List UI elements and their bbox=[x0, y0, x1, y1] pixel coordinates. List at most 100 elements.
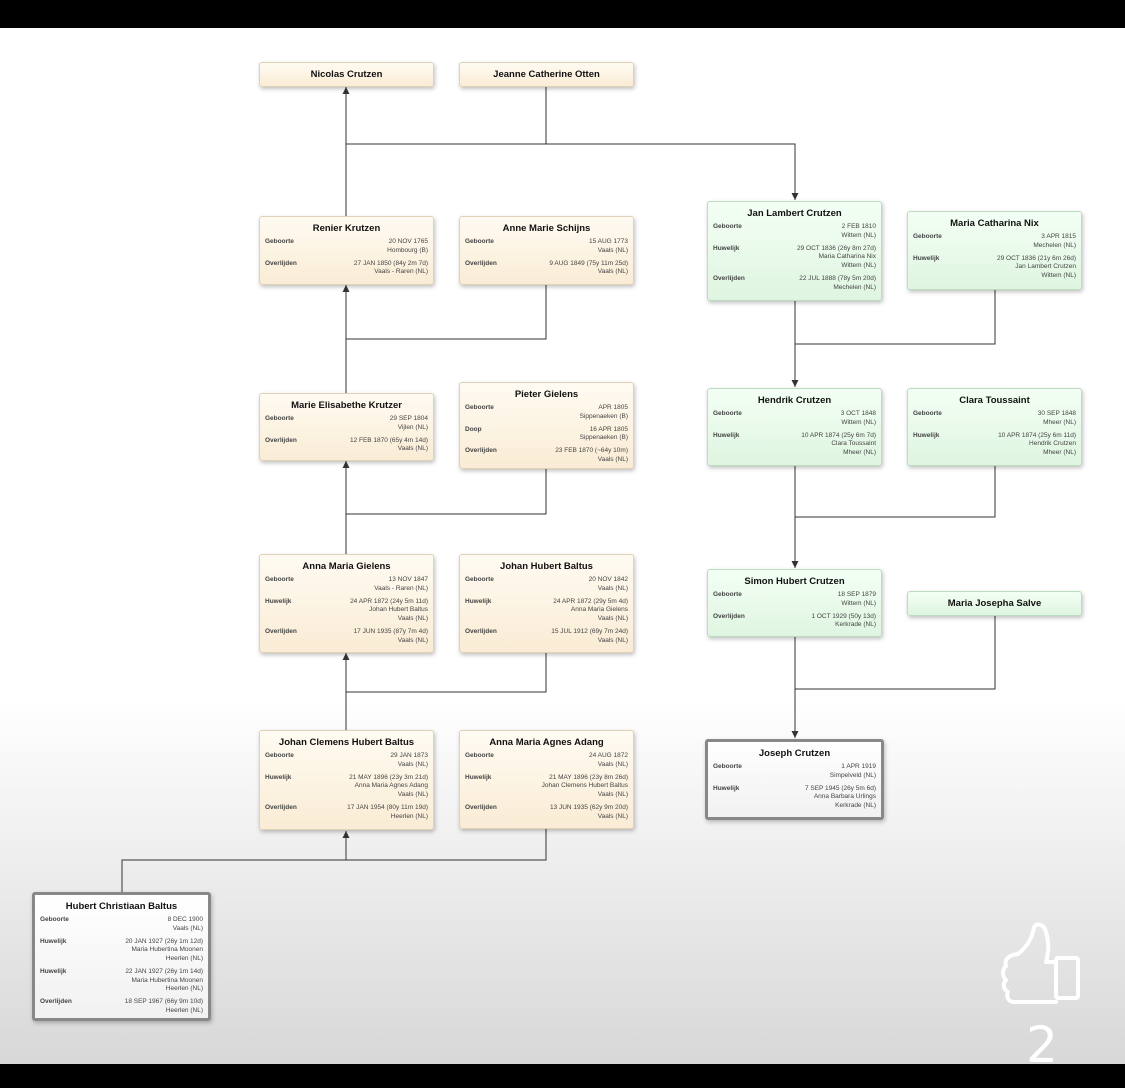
event-label: Geboorte bbox=[465, 404, 494, 411]
event-value: 24 APR 1872 (24y 5m 11d)Johan Hubert Bal… bbox=[350, 598, 428, 624]
event-line: Wittem (NL) bbox=[841, 418, 876, 426]
event-line: Maria Catharina Nix bbox=[818, 253, 876, 261]
event-value: 1 OCT 1929 (50y 13d)Kerkrade (NL) bbox=[811, 613, 876, 631]
person-name: Anna Maria Agnes Adang bbox=[489, 737, 604, 748]
event-line: 29 SEP 1804 bbox=[389, 415, 428, 422]
event-line: 24 AUG 1872 bbox=[588, 752, 628, 759]
event-value: 22 JUL 1888 (78y 5m 20d)Mechelen (NL) bbox=[799, 275, 876, 293]
event-label: Huwelijk bbox=[913, 431, 940, 439]
connector-johan-clemens-hubert bbox=[121, 831, 350, 892]
event-line: Vaals (NL) bbox=[597, 268, 628, 276]
event-line: Wittem (NL) bbox=[1041, 272, 1076, 280]
event-line: Heerlen (NL) bbox=[390, 812, 428, 820]
event-line: 22 JUL 1888 (78y 5m 20d) bbox=[799, 274, 876, 282]
event-line: Wittem (NL) bbox=[841, 599, 876, 607]
event-line: 24 APR 1872 (24y 5m 11d) bbox=[350, 597, 428, 605]
person-name: Anne Marie Schijns bbox=[502, 223, 591, 234]
event-value: 29 OCT 1836 (26y 8m 27d)Maria Catharina … bbox=[797, 245, 876, 271]
event-label: Overlijden bbox=[465, 627, 497, 635]
event-label: Geboorte bbox=[713, 410, 742, 417]
event-label: Huwelijk bbox=[265, 597, 292, 605]
event-label: Geboorte bbox=[265, 415, 294, 422]
event-line: Vaals (NL) bbox=[597, 812, 628, 820]
event-line: Vaals (NL) bbox=[597, 455, 628, 463]
event-line: 7 SEP 1945 (26y 5m 6d) bbox=[804, 784, 876, 792]
person-name: Nicolas Crutzen bbox=[310, 69, 383, 80]
person-card[interactable]: Jeanne Catherine Otten bbox=[459, 62, 634, 87]
event-line: 29 OCT 1836 (21y 6m 26d) bbox=[996, 254, 1076, 262]
event-row: Huwelijk 29 OCT 1836 (21y 6m 26d)Jan Lamb… bbox=[913, 255, 1076, 281]
event-line: 13 NOV 1847 bbox=[388, 576, 428, 583]
event-label: Geboorte bbox=[913, 233, 942, 240]
event-line: Vaals (NL) bbox=[597, 791, 628, 799]
event-line: Johan Hubert Baltus bbox=[369, 606, 428, 614]
event-line: Vaals - Raren (NL) bbox=[374, 584, 428, 592]
event-label: Geboorte bbox=[913, 410, 942, 417]
person-name: Marie Elisabethe Krutzer bbox=[291, 400, 402, 411]
event-line: 17 JUN 1935 (87y 7m 4d) bbox=[353, 627, 428, 635]
event-line: Jan Lambert Crutzen bbox=[1015, 263, 1076, 271]
event-line: 12 FEB 1870 (65y 4m 14d) bbox=[349, 436, 428, 444]
event-value: 27 JAN 1850 (84y 2m 7d)Vaals - Raren (NL… bbox=[354, 260, 428, 278]
event-label: Geboorte bbox=[265, 238, 294, 245]
event-line: 2 FEB 1810 bbox=[841, 223, 876, 230]
event-line: Hombourg (B) bbox=[387, 246, 428, 254]
connector-agnes-join bbox=[346, 829, 547, 861]
event-value: 9 AUG 1849 (75y 11m 25d)Vaals (NL) bbox=[549, 260, 628, 278]
event-line: 22 JAN 1927 (26y 1m 14d) bbox=[125, 967, 203, 975]
event-label: Overlijden bbox=[465, 803, 497, 811]
connector-to-jan-lambert bbox=[346, 143, 799, 200]
connector-jeanne-join bbox=[346, 87, 547, 145]
person-name: Johan Hubert Baltus bbox=[500, 561, 593, 572]
person-card[interactable]: Maria Josepha Salve bbox=[907, 591, 1082, 616]
event-line: 15 AUG 1773 bbox=[588, 238, 628, 245]
event-line: 10 APR 1874 (25y 6m 7d) bbox=[801, 431, 876, 439]
event-line: Heerlen (NL) bbox=[165, 955, 203, 963]
event-label: Overlijden bbox=[265, 436, 297, 444]
event-value: 12 FEB 1870 (65y 4m 14d)Vaals (NL) bbox=[350, 437, 428, 455]
event-value: 15 JUL 1912 (69y 7m 24d)Vaals (NL) bbox=[551, 628, 628, 646]
event-line: Anna Barbara Urlings bbox=[813, 793, 876, 801]
thumbs-up-icon[interactable] bbox=[996, 918, 1086, 1010]
event-line: Maria Hubertina Moonen bbox=[131, 946, 203, 954]
event-value: 29 OCT 1836 (21y 6m 26d)Jan Lambert Crut… bbox=[997, 255, 1076, 281]
event-label: Huwelijk bbox=[913, 254, 940, 262]
event-line: Sippenaeken (B) bbox=[579, 434, 628, 442]
event-line: 16 APR 1805 bbox=[589, 425, 628, 433]
person-card[interactable]: Nicolas Crutzen bbox=[259, 62, 434, 87]
event-value: 21 MAY 1896 (23y 3m 21d)Anna Maria Agnes… bbox=[349, 774, 428, 800]
